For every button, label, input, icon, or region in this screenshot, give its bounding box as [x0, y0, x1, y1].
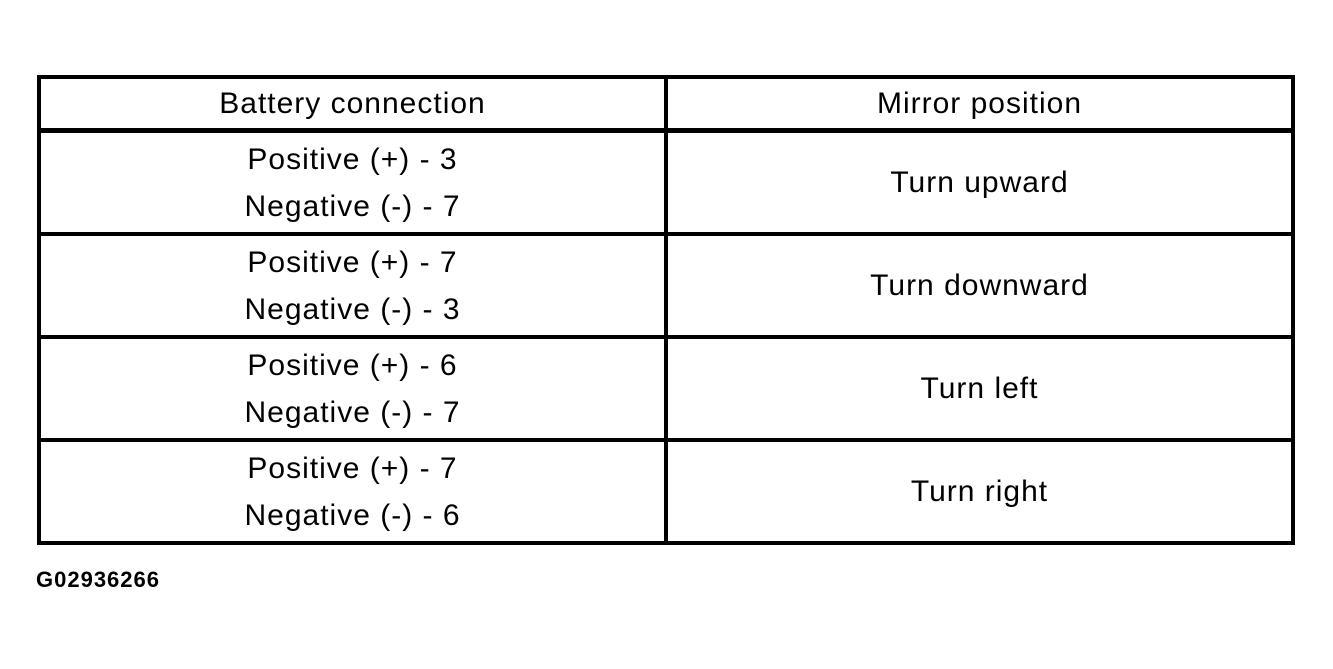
- table-row: Positive (+) - 6 Negative (-) - 7 Turn l…: [37, 335, 1295, 442]
- battery-positive-line: Positive (+) - 7: [247, 245, 458, 279]
- battery-positive-line: Positive (+) - 7: [247, 451, 458, 485]
- table-row: Positive (+) - 7 Negative (-) - 3 Turn d…: [37, 232, 1295, 339]
- mirror-position-cell: Turn downward: [664, 232, 1295, 339]
- battery-connection-cell: Positive (+) - 7 Negative (-) - 3: [37, 232, 668, 339]
- column-header-battery-connection: Battery connection: [37, 75, 668, 133]
- battery-positive-line: Positive (+) - 3: [247, 142, 458, 176]
- battery-negative-line: Negative (-) - 7: [244, 395, 461, 429]
- battery-connection-cell: Positive (+) - 3 Negative (-) - 7: [37, 128, 668, 236]
- figure-id: G02936266: [36, 567, 160, 592]
- battery-negative-line: Negative (-) - 6: [244, 498, 461, 532]
- table-row: Positive (+) - 3 Negative (-) - 7 Turn u…: [37, 128, 1295, 236]
- battery-mirror-table: Battery connection Mirror position Posit…: [37, 75, 1295, 545]
- mirror-position-cell: Turn right: [664, 438, 1295, 545]
- mirror-position-cell: Turn upward: [664, 128, 1295, 236]
- table-row: Positive (+) - 7 Negative (-) - 6 Turn r…: [37, 438, 1295, 545]
- battery-positive-line: Positive (+) - 6: [247, 348, 458, 382]
- table-header-row: Battery connection Mirror position: [37, 75, 1295, 133]
- column-header-mirror-position: Mirror position: [664, 75, 1295, 133]
- battery-connection-cell: Positive (+) - 6 Negative (-) - 7: [37, 335, 668, 442]
- battery-negative-line: Negative (-) - 7: [244, 189, 461, 223]
- battery-connection-cell: Positive (+) - 7 Negative (-) - 6: [37, 438, 668, 545]
- battery-negative-line: Negative (-) - 3: [244, 292, 461, 326]
- mirror-position-cell: Turn left: [664, 335, 1295, 442]
